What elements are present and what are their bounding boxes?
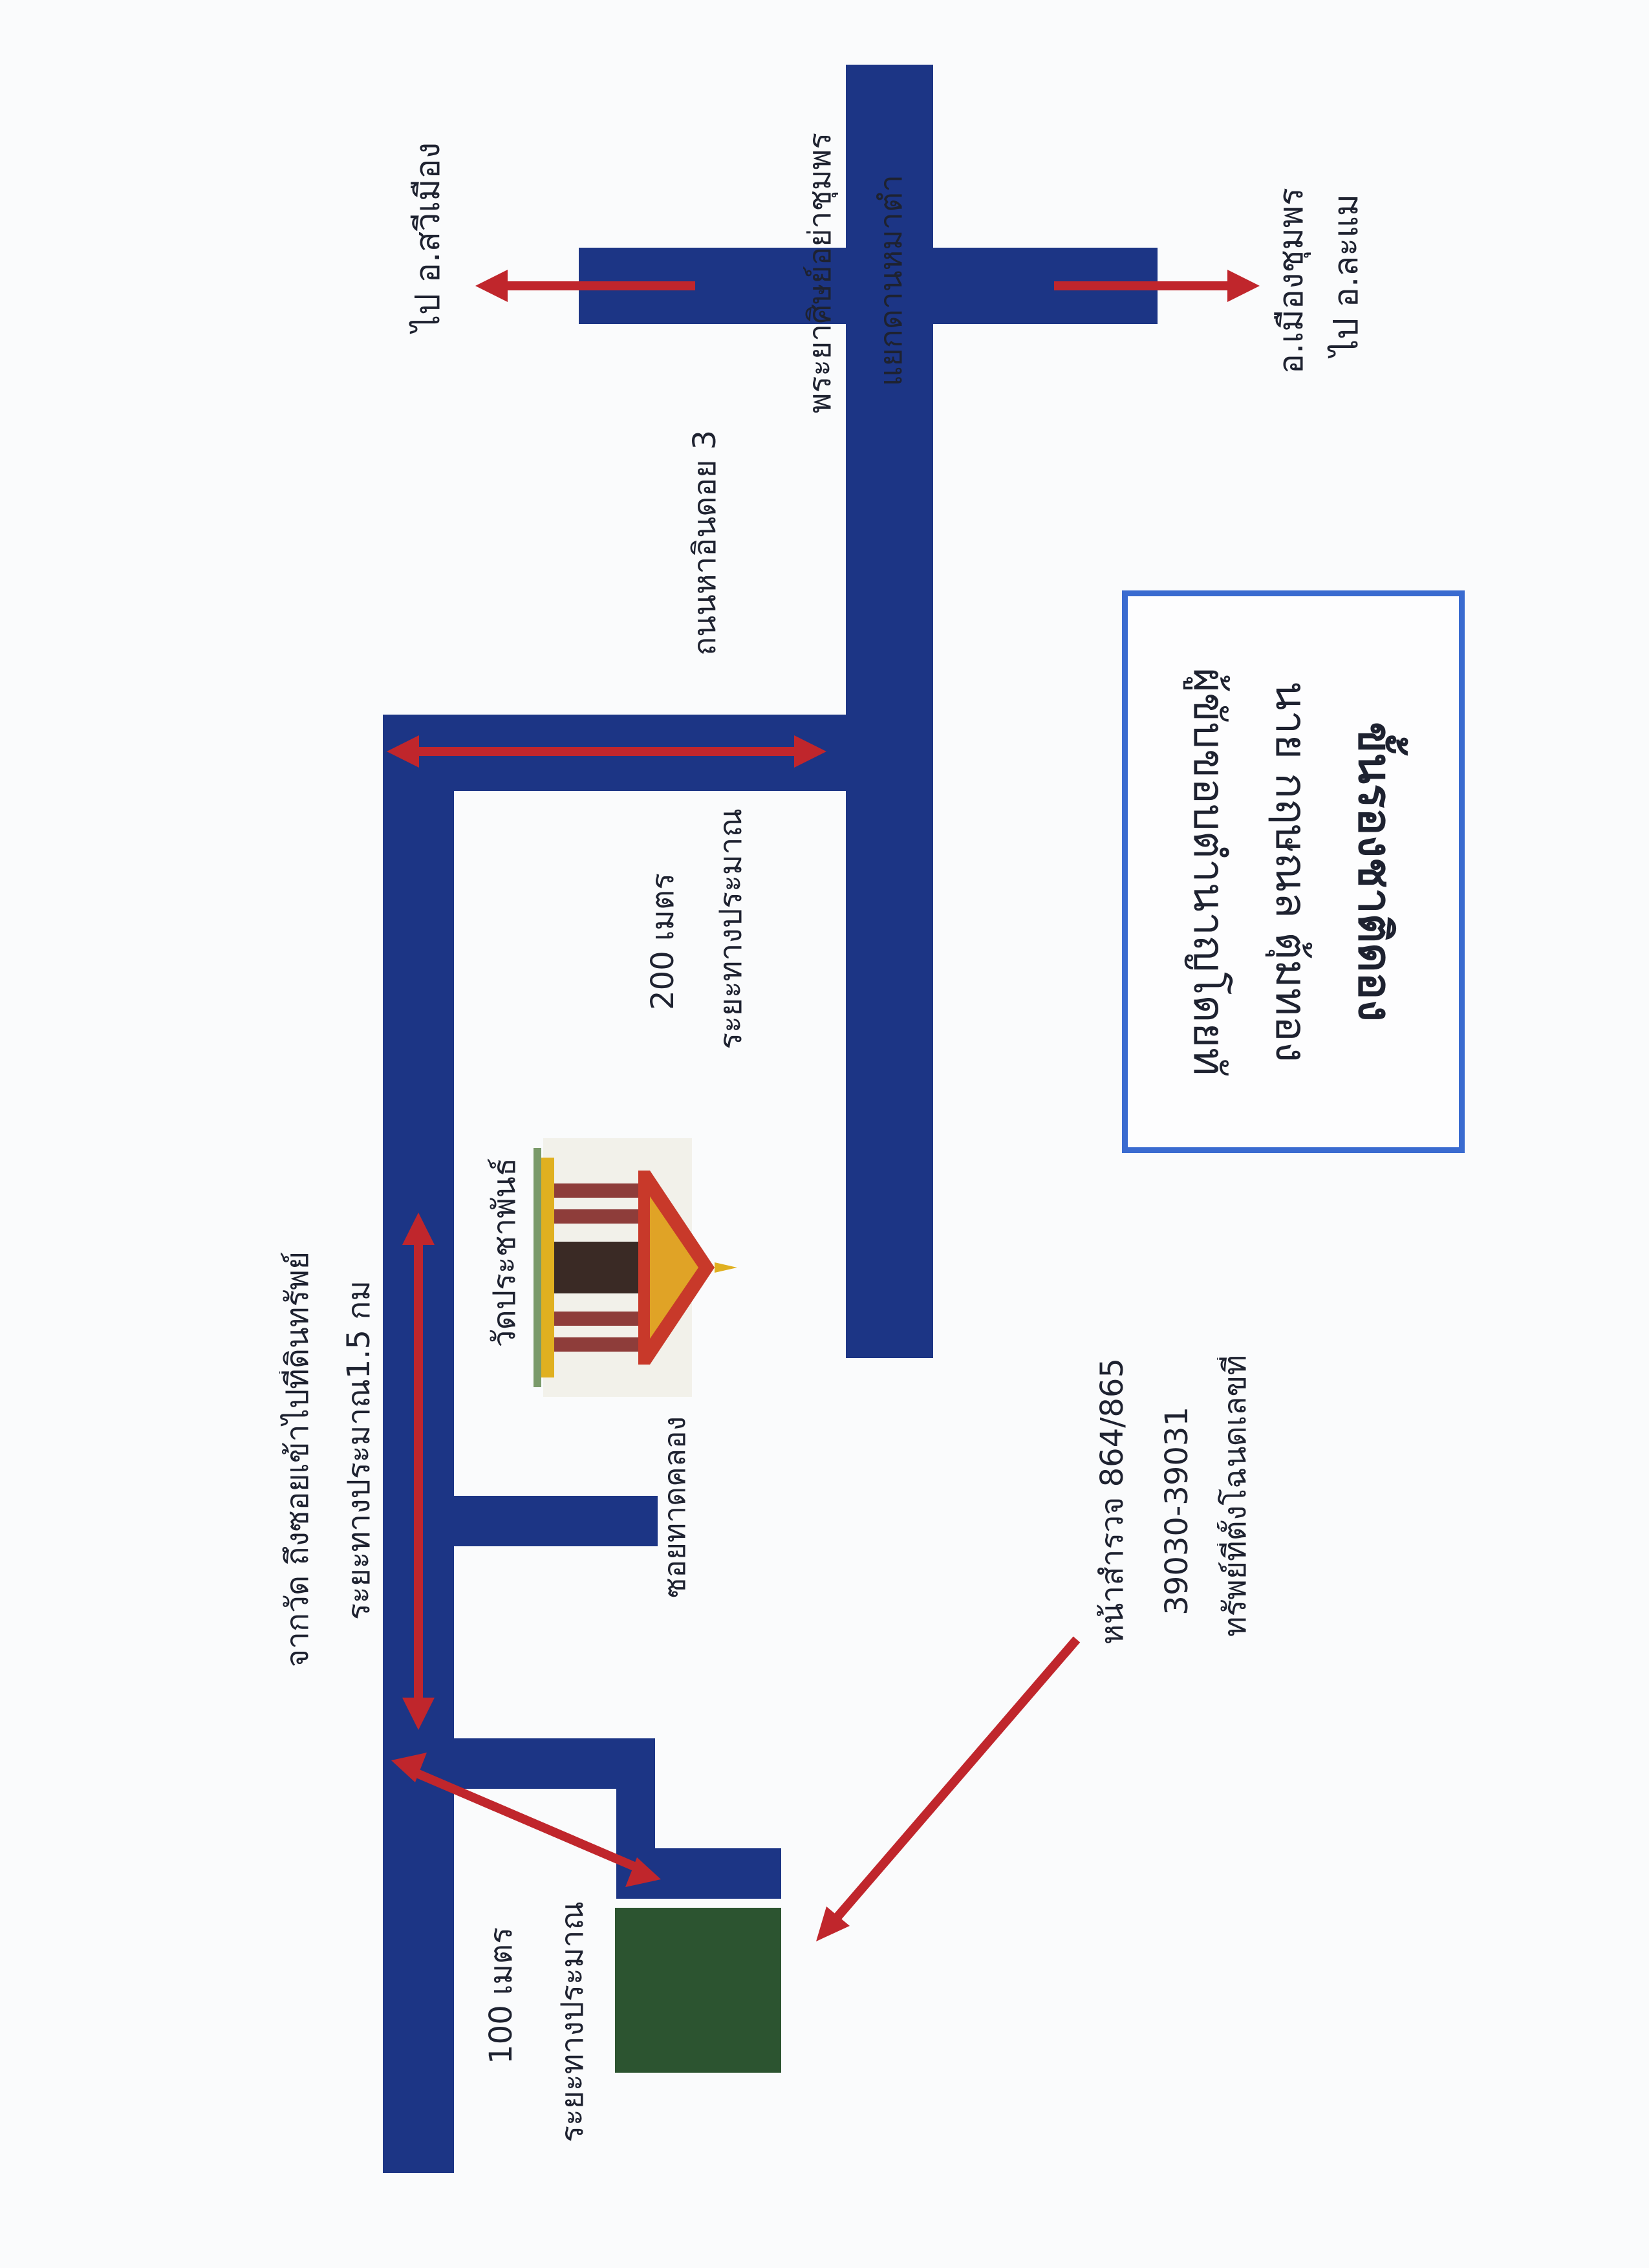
arrow-100m-head-b bbox=[625, 1857, 661, 1887]
arrow-200m-head-b bbox=[794, 735, 826, 768]
label-soi3: ถนนหาอินดอย 3 bbox=[687, 430, 723, 656]
arrow-left-head bbox=[475, 270, 508, 302]
arrow-200m-head-a bbox=[387, 735, 419, 768]
label-dist2-a: ระยะทางประมาณ1.5 กม bbox=[341, 1280, 377, 1620]
label-deed-c: หน้าสำรวจ 864/865 bbox=[1094, 1358, 1130, 1645]
label-temple: วัดประชาพันธ์ bbox=[486, 1158, 523, 1348]
title-box: ขั้นรองชาติดอง นาย กฤษณล ตุ้มทอง ผู้ขับข… bbox=[1122, 590, 1465, 1153]
label-dist1-a: ระยะทางประมาณ bbox=[713, 808, 749, 1050]
arrow-1-5km-head-b bbox=[402, 1698, 435, 1730]
label-junction: แยกดานหมาตำ bbox=[873, 175, 909, 387]
temple-icon bbox=[534, 1138, 737, 1397]
title-line-3: ผู้ขับขอบตำนาญโดยทั bbox=[1184, 667, 1234, 1076]
arrow-right-head bbox=[1227, 270, 1260, 302]
label-to-sawi: ไป อ.สวีเมือง bbox=[409, 142, 447, 332]
plot-access-road bbox=[383, 1738, 654, 1789]
arrow-100m bbox=[412, 1767, 642, 1874]
label-deed-b: 39030-39031 bbox=[1159, 1407, 1195, 1615]
label-dist3-b: 100 เมตร bbox=[483, 1927, 519, 2064]
soi-kwang-road bbox=[383, 1496, 658, 1546]
label-dist1-b: 200 เมตร bbox=[645, 873, 681, 1010]
label-soi-kwang: ซอยทาดคลอง bbox=[657, 1416, 692, 1598]
land-plot bbox=[615, 1908, 781, 2073]
label-dist2-b: จากวัด ถึงซอยเข้าไปที่ดินทรัพย์ bbox=[279, 1251, 316, 1668]
label-junction-sub: พระยาศิษย์อย่าชุมพร bbox=[802, 133, 838, 414]
title-line-2: นาย กฤษณล ตุ้มทอง bbox=[1266, 681, 1317, 1063]
title-line-1: ขั้นรองชาติดอง bbox=[1348, 722, 1402, 1022]
label-deed-a: ทรัพย์ที่ตั้งโฉนดเลขที่ bbox=[1217, 1355, 1253, 1637]
arrow-1-5km-head-a bbox=[402, 1213, 435, 1245]
arrow-100m-head-a bbox=[391, 1753, 427, 1782]
label-to-lahan: ไป อ.ละแม bbox=[1327, 194, 1366, 357]
label-dist3-a: ระยะทางประมาณ bbox=[554, 1901, 590, 2143]
arrow-deed-head bbox=[816, 1906, 850, 1941]
arrow-deed bbox=[830, 1636, 1081, 1924]
label-to-mueang: อ.เมืองชุมพร bbox=[1272, 188, 1311, 374]
